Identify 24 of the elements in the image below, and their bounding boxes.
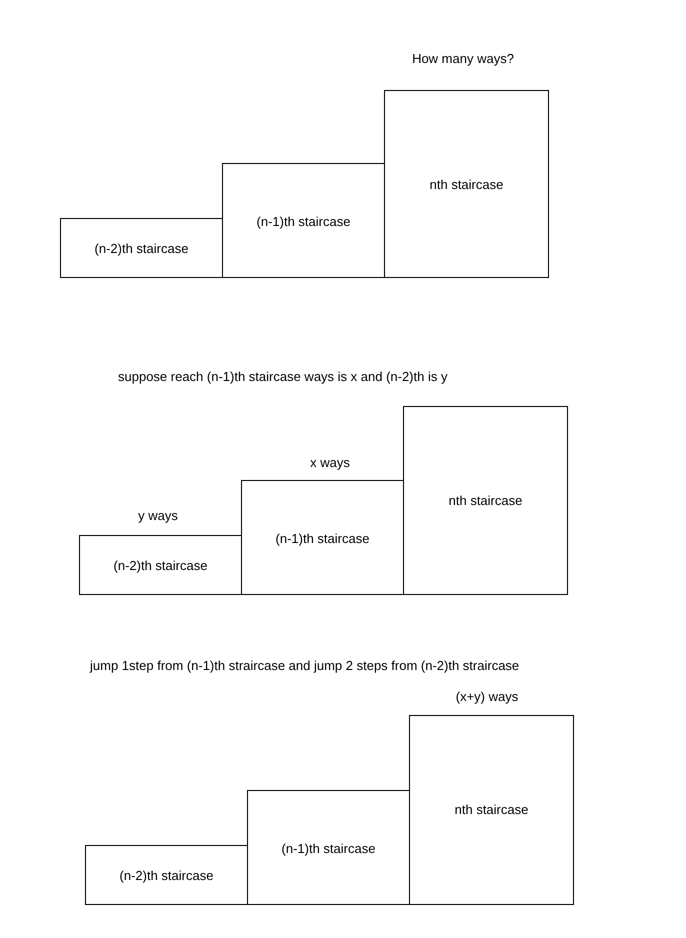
staircase-step <box>409 715 574 905</box>
step-label: (n-2)th staircase <box>94 241 190 256</box>
ways-caption: How many ways? <box>411 50 515 67</box>
staircase-step <box>384 90 549 278</box>
staircase-step <box>85 845 248 905</box>
ways-caption: (x+y) ways <box>454 688 520 705</box>
staircase-step <box>241 480 404 595</box>
staircase-step <box>222 163 385 278</box>
step-label: nth staircase <box>454 802 530 817</box>
step-label: nth staircase <box>428 177 504 192</box>
staircase-step <box>60 218 223 278</box>
step-label: (n-1)th staircase <box>274 531 370 546</box>
ways-caption: y ways <box>137 507 179 524</box>
ways-caption: x ways <box>309 454 351 471</box>
step-label: nth staircase <box>448 493 524 508</box>
step-label: (n-1)th staircase <box>256 214 352 229</box>
explanation-note: jump 1step from (n-1)th straircase and jump 2 steps from (n-2)th straircase <box>90 658 520 673</box>
step-label: (n-2)th staircase <box>112 558 208 573</box>
step-label: (n-2)th staircase <box>118 868 214 883</box>
staircase-step <box>403 406 568 595</box>
staircase-step <box>79 535 242 595</box>
step-label: (n-1)th staircase <box>280 841 376 856</box>
staircase-step <box>247 790 410 905</box>
explanation-note: suppose reach (n-1)th staircase ways is x and (n-2)th is y <box>118 369 448 384</box>
